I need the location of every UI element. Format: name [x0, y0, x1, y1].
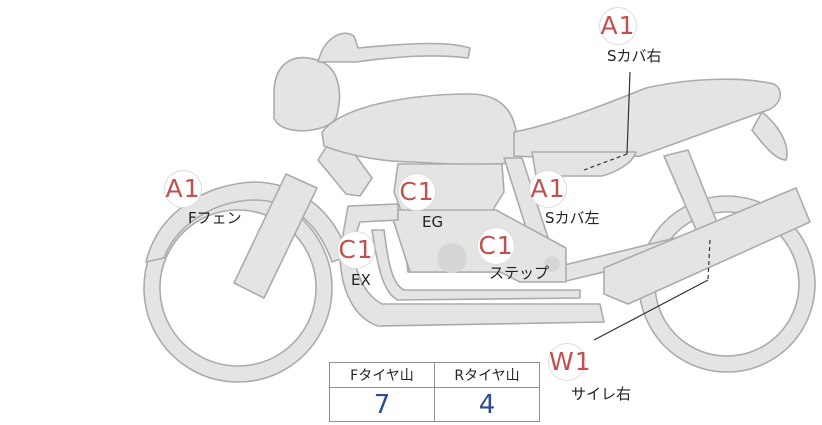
- front-fork: [233, 173, 318, 299]
- front-tire-tread-value: 7: [329, 387, 435, 422]
- tail-cowl: [751, 111, 788, 161]
- part-label: EX: [351, 271, 371, 289]
- front-tire-tread-header: Fタイヤ山: [329, 362, 435, 388]
- leader-s-cover-right-dash: [583, 153, 628, 171]
- tread-header-row: Fタイヤ山 Rタイヤ山: [329, 362, 540, 388]
- muffler: [603, 187, 811, 305]
- part-label: Fフェン: [188, 209, 242, 227]
- foot-peg: [544, 256, 560, 272]
- engine-cover-circle: [437, 243, 467, 273]
- part-label: ステップ: [489, 264, 550, 282]
- rear-tire-tread-value: 4: [434, 387, 540, 422]
- rear-tire-tread-header: Rタイヤ山: [434, 362, 540, 388]
- seat: [513, 78, 781, 160]
- damage-code-badge: C1: [337, 231, 375, 269]
- damage-code-badge: A1: [529, 170, 567, 208]
- headlight: [273, 56, 341, 132]
- damage-code-badge: W1: [548, 343, 591, 381]
- lower-frame: [371, 229, 581, 301]
- tire-tread-table: Fタイヤ山 Rタイヤ山 7 4: [329, 362, 540, 422]
- handlebar: [317, 32, 471, 63]
- damage-code-badge: C1: [477, 227, 515, 265]
- leader-silencer-right-diag: [593, 279, 709, 341]
- damage-code-badge: A1: [164, 170, 202, 208]
- damage-code-badge: C1: [398, 173, 436, 211]
- tread-value-row: 7 4: [329, 387, 540, 422]
- leader-s-cover-right: [626, 71, 631, 155]
- part-label: Sカバ右: [607, 47, 662, 65]
- fuel-tank: [321, 93, 523, 166]
- damage-code-badge: A1: [599, 7, 637, 45]
- part-label: EG: [422, 213, 444, 231]
- side-cover: [531, 151, 637, 177]
- part-label: サイレ右: [571, 385, 632, 403]
- part-label: Sカバ左: [545, 209, 600, 227]
